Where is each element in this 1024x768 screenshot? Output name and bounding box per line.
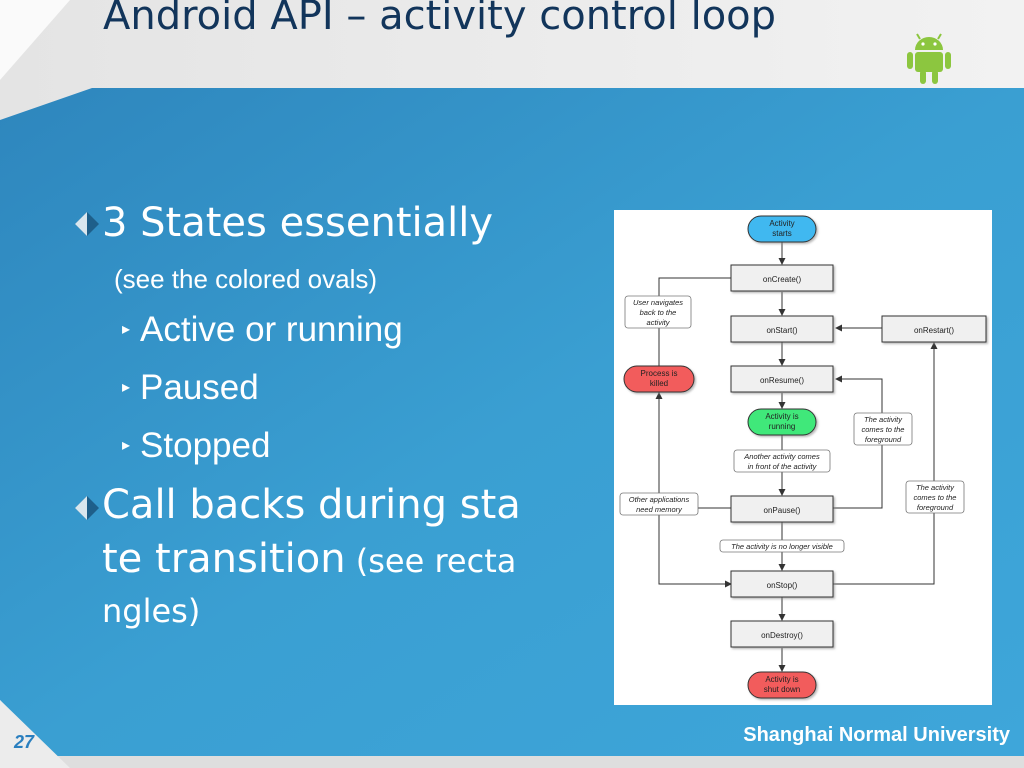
box-ondestroy bbox=[730, 620, 834, 648]
activity-lifecycle-diagram: Activity starts onCreate() onStart() onR… bbox=[614, 210, 992, 705]
box-onstop bbox=[730, 570, 834, 598]
annotation-label: Another activity comes bbox=[743, 452, 820, 461]
oval-label: Activity is bbox=[765, 412, 798, 421]
diamond-bullet-icon bbox=[75, 496, 99, 520]
bullet-text-line: te transition (see recta bbox=[102, 536, 517, 582]
annotation-label: User navigates bbox=[633, 298, 683, 307]
box-label: onResume() bbox=[760, 376, 804, 385]
box-label: onPause() bbox=[764, 506, 801, 515]
box-label: onDestroy() bbox=[761, 631, 803, 640]
arrow-bullet-icon: ▸ bbox=[122, 436, 131, 454]
lifecycle-flowchart: Activity starts onCreate() onStart() onR… bbox=[619, 215, 987, 699]
annotation-label: The activity bbox=[916, 483, 955, 492]
oval-label: shut down bbox=[764, 685, 800, 694]
oval-label: Activity bbox=[769, 219, 794, 228]
diamond-bullet-icon bbox=[75, 212, 99, 236]
slide-title: Android API – activity control loop bbox=[103, 0, 777, 39]
annotation-label: activity bbox=[647, 318, 671, 327]
state-item: ▸Active or running bbox=[122, 310, 403, 349]
arrow-bullet-icon: ▸ bbox=[122, 320, 131, 338]
bullet-note: (see the colored ovals) bbox=[114, 264, 378, 294]
oval-activity-starts bbox=[747, 215, 817, 243]
annotation-label: The activity bbox=[864, 415, 903, 424]
annotation-label: back to the bbox=[640, 308, 677, 317]
annotation-label: comes to the bbox=[862, 425, 905, 434]
annotation-label: Other applications bbox=[629, 495, 690, 504]
oval-label: Process is bbox=[641, 369, 678, 378]
oval-process-killed bbox=[623, 365, 695, 393]
annotation-label: foreground bbox=[917, 503, 954, 512]
annotation-label: need memory bbox=[636, 505, 683, 514]
bullet-text: 3 States essentially bbox=[102, 200, 494, 246]
box-label: onStop() bbox=[767, 581, 798, 590]
oval-label: starts bbox=[772, 229, 792, 238]
box-label: onCreate() bbox=[763, 275, 802, 284]
oval-label: running bbox=[769, 422, 796, 431]
box-onpause bbox=[730, 495, 834, 523]
bullet-note-line: ngles) bbox=[102, 592, 201, 630]
bullet-text-line: Call backs during sta bbox=[102, 482, 521, 528]
oval-label: Activity is bbox=[765, 675, 798, 684]
android-logo-icon bbox=[907, 33, 951, 84]
oval-activity-running bbox=[747, 408, 817, 436]
box-oncreate bbox=[730, 264, 834, 292]
footer-university: Shanghai Normal University bbox=[743, 724, 1010, 746]
oval-label: killed bbox=[650, 379, 668, 388]
state-item: ▸Paused bbox=[122, 368, 259, 407]
arrow-bullet-icon: ▸ bbox=[122, 378, 131, 396]
oval-shut-down bbox=[747, 671, 817, 699]
box-label: onStart() bbox=[766, 326, 797, 335]
box-label: onRestart() bbox=[914, 326, 954, 335]
box-onrestart bbox=[881, 315, 987, 343]
box-onstart bbox=[730, 315, 834, 343]
annotation-label: in front of the activity bbox=[748, 462, 818, 471]
page-number: 27 bbox=[14, 732, 35, 752]
state-item: ▸Stopped bbox=[122, 426, 271, 465]
annotation-label: The activity is no longer visible bbox=[731, 542, 833, 551]
box-onresume bbox=[730, 365, 834, 393]
annotation-label: foreground bbox=[865, 435, 902, 444]
annotation-label: comes to the bbox=[914, 493, 957, 502]
